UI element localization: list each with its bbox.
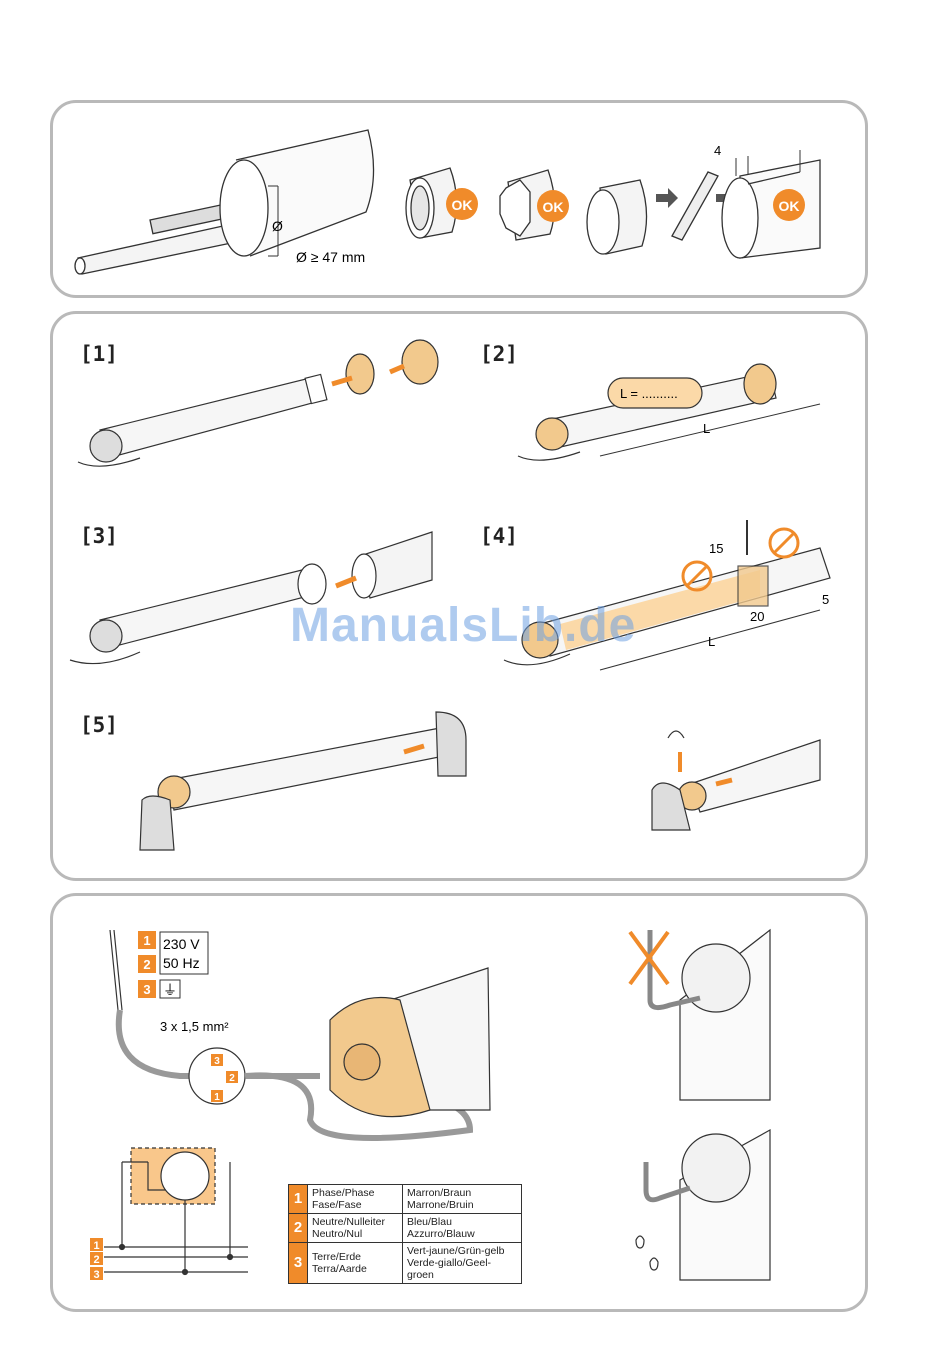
dimension-20: 20 [750, 609, 764, 624]
svg-text:3: 3 [93, 1269, 99, 1281]
step3-motor-drawing [69, 531, 433, 665]
gap-dimension: 4 [714, 143, 721, 158]
tube-profile-round-grooved [405, 167, 458, 239]
ground-icon: ⏚ [163, 982, 177, 998]
tube-profile-plain [586, 179, 648, 255]
terminal-2: 2 [138, 955, 156, 973]
watermark: ManualsLib.de [290, 599, 637, 652]
frequency-label: 50 Hz [163, 955, 200, 971]
svg-text:2: 2 [229, 1073, 235, 1084]
dimension-5: 5 [822, 592, 829, 607]
arrow-icon [656, 188, 678, 208]
voltage-label: 230 V [163, 936, 200, 952]
svg-text:2: 2 [143, 957, 150, 972]
connector-numbers: 3 2 1 [211, 1054, 238, 1103]
cable-routing-correct-drawing [635, 1128, 771, 1281]
step-label-1: [1] [80, 342, 118, 366]
step5-mounting-drawing [139, 711, 821, 851]
svg-text:1: 1 [93, 1240, 99, 1252]
end-cap-insert-drawing [671, 171, 719, 241]
svg-text:3: 3 [214, 1056, 220, 1067]
step-label-5: [5] [80, 713, 118, 737]
step-label-2: [2] [480, 342, 518, 366]
motor-head-drawing [329, 967, 491, 1118]
length-callout: L = .......... [607, 377, 703, 409]
cable-routing-wrong-drawing [628, 928, 771, 1101]
length-label-step2: L [703, 421, 710, 436]
svg-text:1: 1 [143, 933, 150, 948]
ok-badge-3: OK [773, 189, 805, 221]
no-screw-icon [681, 527, 800, 592]
svg-text:1: 1 [214, 1092, 220, 1103]
step-label-3: [3] [80, 524, 118, 548]
svg-text:OK: OK [452, 197, 473, 213]
diameter-symbol: Ø [272, 218, 283, 234]
ok-badge-2: OK [537, 190, 569, 222]
length-label-step4: L [708, 634, 715, 649]
dimension-15: 15 [709, 541, 723, 556]
step1-motor-drawing [77, 339, 439, 467]
wiring-schematic [104, 1147, 248, 1276]
cable-label: 3 x 1,5 mm² [160, 1019, 229, 1034]
diameter-label: Ø ≥ 47 mm [296, 249, 365, 265]
terminal-1: 1 [138, 931, 156, 949]
step-label-4: [4] [480, 524, 518, 548]
svg-text:OK: OK [779, 198, 800, 214]
terminal-3: 3 [138, 980, 156, 998]
tube-with-motor-drawing [74, 129, 375, 275]
svg-text:2: 2 [93, 1254, 99, 1266]
schematic-numbers: 1 2 3 [90, 1238, 103, 1281]
step4-motor-drawing [503, 520, 831, 671]
svg-text:L = ..........: L = .......... [620, 386, 678, 401]
tube-profile-octagonal [499, 169, 556, 241]
svg-text:3: 3 [143, 982, 150, 997]
ok-badge-1: OK [446, 188, 478, 220]
svg-text:OK: OK [543, 199, 564, 215]
